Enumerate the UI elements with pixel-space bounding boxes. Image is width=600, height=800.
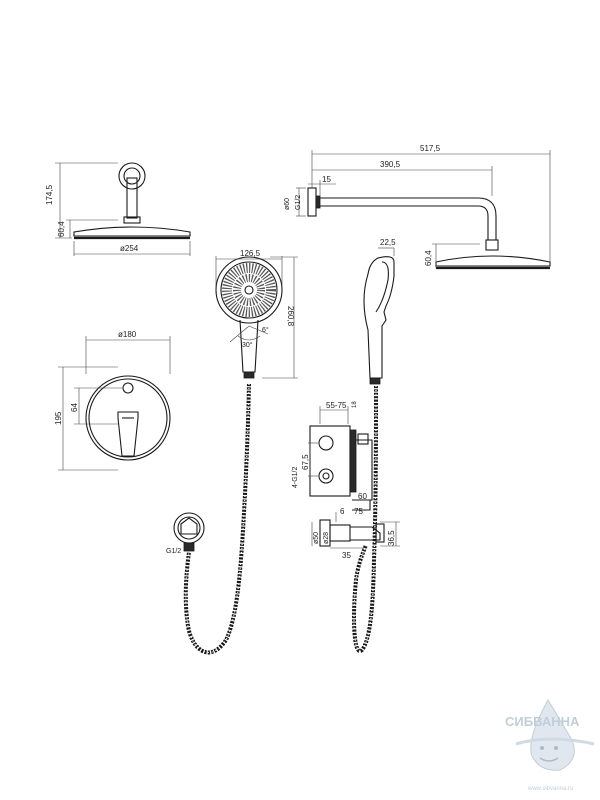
dim-outlet-diameter-1: ø50: [313, 532, 320, 544]
wall-outlet-front-view: G1/2: [166, 512, 205, 555]
watermark-brand: СИБВАННА: [505, 714, 580, 729]
mixer-plate-front-view: [85, 375, 171, 461]
box-dimensions: 55-75 18 67,5 4-G1/2 60: [292, 401, 367, 501]
dim-outlet-height: 36,5: [387, 530, 396, 546]
dim-plate-height: 195: [54, 411, 63, 425]
dim-outlet-diameter-2: ø28: [323, 532, 330, 544]
dim-box-bottom: 60: [358, 492, 367, 501]
dim-box-threads: 4-G1/2: [292, 466, 299, 488]
dim-hand-angle-1: 30°: [242, 341, 253, 349]
rain-head-front-view: [73, 162, 191, 240]
dim-hand-length: 260,8: [286, 306, 295, 327]
hose-side: [352, 385, 378, 654]
dim-plate-diameter: ø180: [118, 330, 137, 339]
dim-flange-thread: G1/2: [295, 195, 302, 210]
dim-box-height: 67,5: [301, 454, 310, 470]
watermark-logo: СИБВАННА www.sibvanna.ru: [505, 698, 595, 792]
dim-outlet-b: 75: [354, 507, 363, 516]
hand-shower-side-view: 22,5: [363, 238, 396, 385]
dim-head-height: 60,4: [57, 221, 66, 237]
dim-flange-depth: 15: [322, 175, 331, 184]
dim-handle-height: 64: [70, 403, 79, 412]
arm-dimensions: 517,5 390,5 15 ø60 G1/2 60,4: [284, 144, 551, 268]
outlet-dimensions: 6 75 ø50 ø28 36,5 35: [311, 507, 400, 560]
dim-outlet-c: 35: [342, 551, 351, 560]
dim-hand-width: 126,5: [240, 249, 261, 258]
dim-outlet-thread: G1/2: [166, 548, 181, 555]
dim-hand-side-angle: 22,5: [380, 238, 396, 247]
dim-hand-angle-2: 6°: [262, 326, 269, 334]
dim-arm-length: 390,5: [380, 160, 401, 169]
dim-head-height-side: 60,4: [424, 250, 433, 266]
dim-arm-total: 517,5: [420, 144, 441, 153]
head-dimensions: 174,5 60,4 ø254: [45, 162, 191, 256]
hose-front: [183, 383, 251, 655]
dim-box-plate: 18: [352, 401, 358, 408]
mixer-plate-dimensions: ø180 195 64: [54, 330, 171, 471]
dim-outlet-a: 6: [340, 507, 345, 516]
hand-shower-front-view: 30° 6°: [215, 256, 283, 379]
watermark-url: www.sibvanna.ru: [527, 786, 573, 792]
dim-head-diameter: ø254: [120, 244, 139, 253]
dim-flange-diameter: ø60: [284, 198, 291, 210]
hand-shower-dimensions: 126,5 260,8: [215, 249, 298, 379]
dim-box-depth: 55-75: [326, 401, 347, 410]
dim-head-height-total: 174,5: [45, 184, 54, 205]
